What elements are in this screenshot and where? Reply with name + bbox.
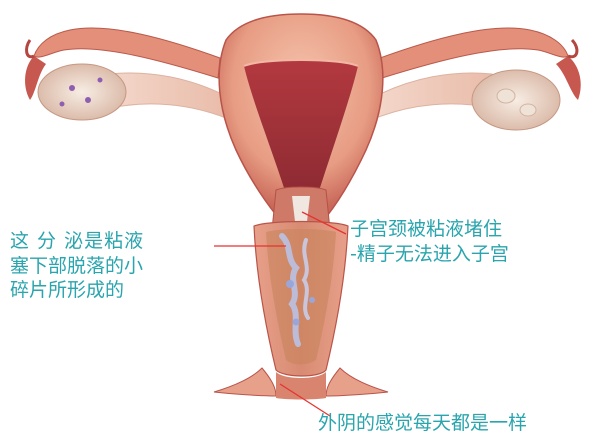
vagina	[254, 222, 348, 377]
bottom-annotation: 外阴的感觉每天都是一样	[318, 412, 527, 434]
left-annotation-line2: 塞下部脱落的小	[10, 255, 143, 277]
right-annotation-line2: -精子无法进入子宫	[350, 243, 509, 265]
left-ovary	[38, 64, 126, 120]
left-annotation-line3: 碎片所形成的	[10, 279, 124, 301]
right-annotation-line1: 子宫颈被粘液堵住	[350, 218, 502, 240]
left-ovarian-ligament	[110, 73, 226, 118]
left-annotation-line1: 这 分 泌是粘液	[10, 230, 144, 252]
right-ovary	[472, 70, 560, 130]
